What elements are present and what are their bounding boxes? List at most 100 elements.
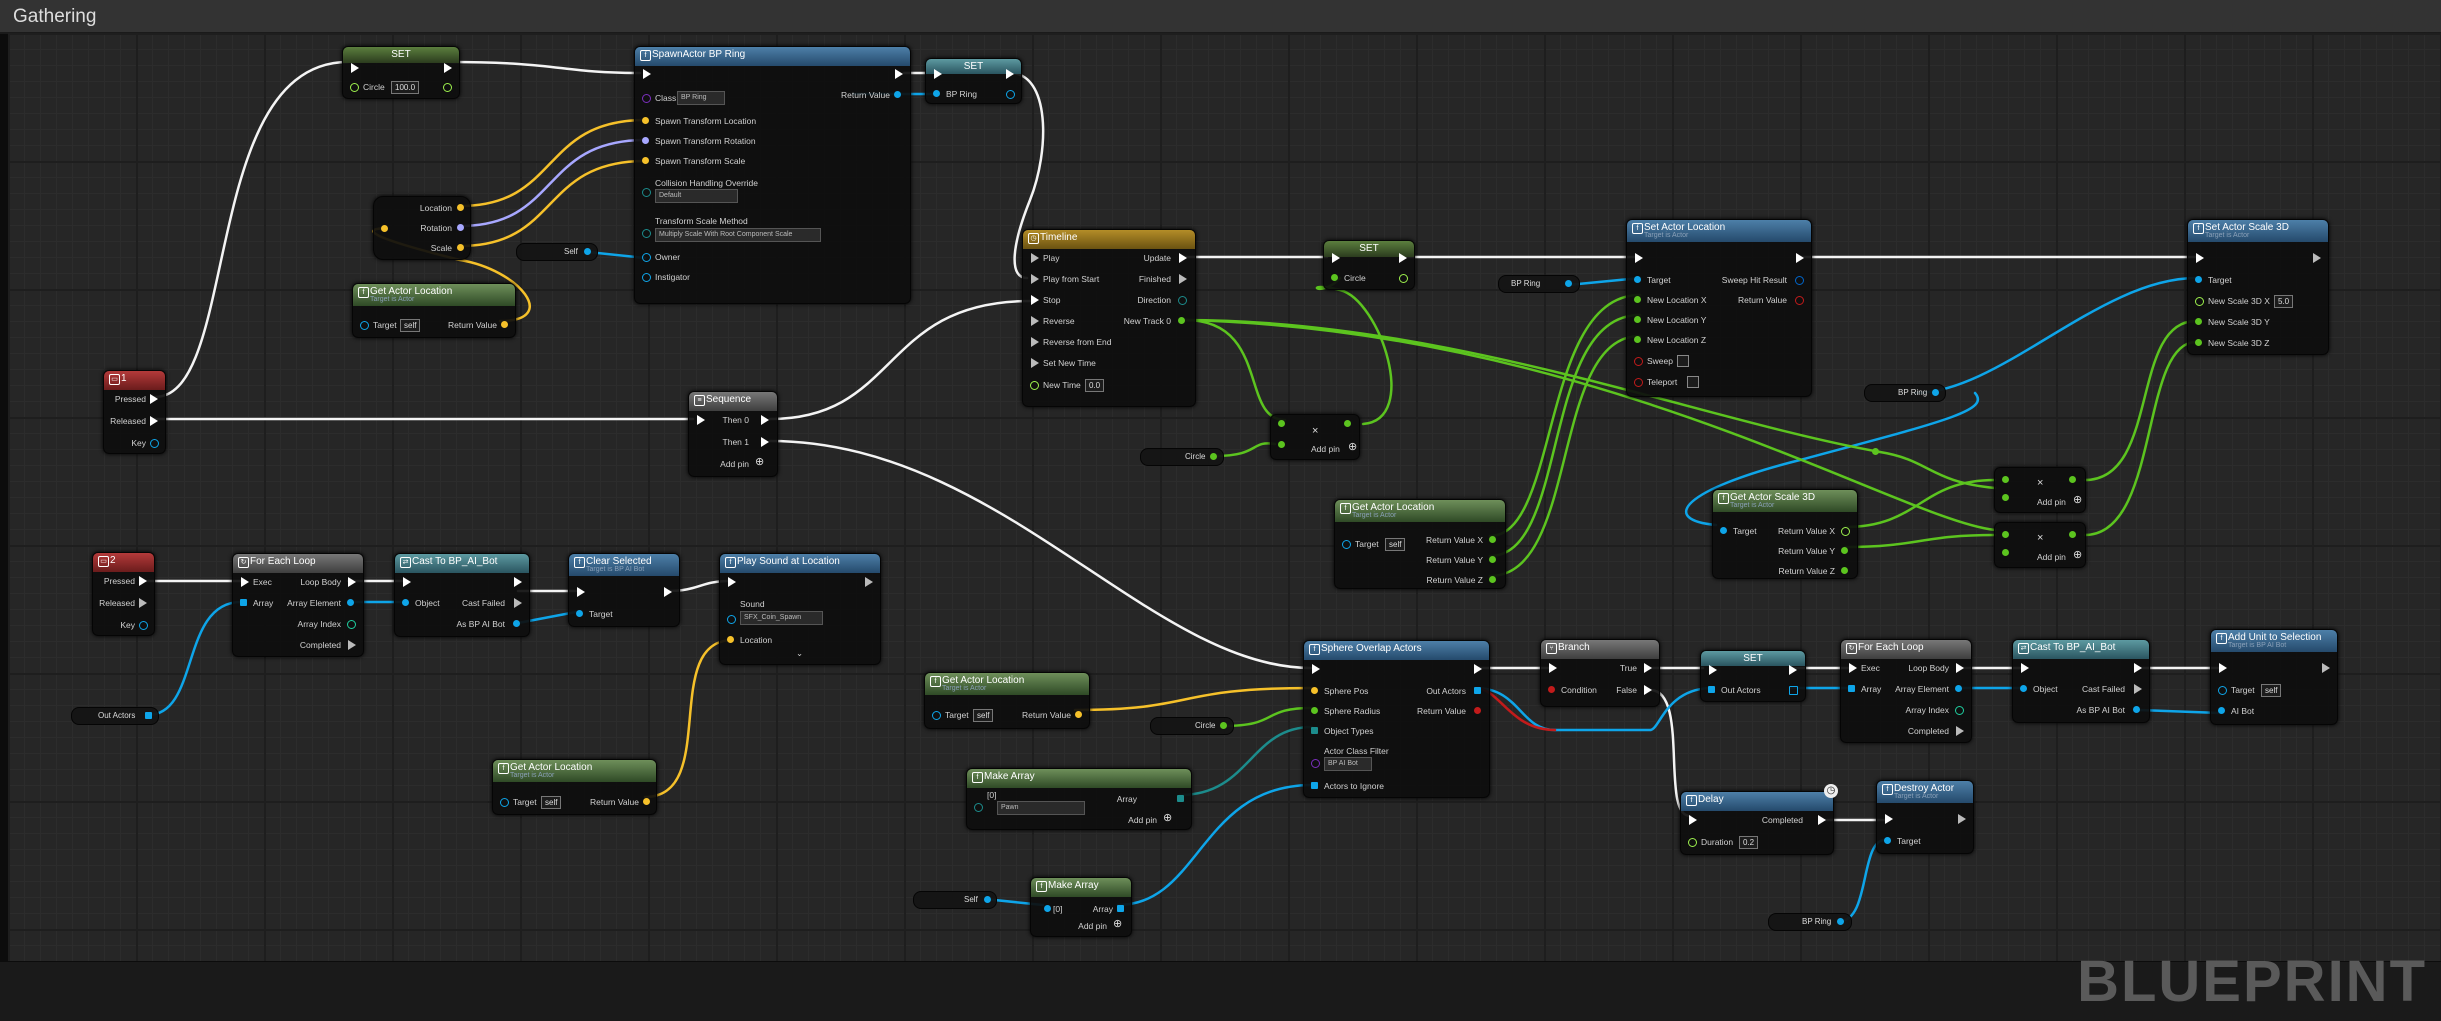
target-field[interactable]: self (2261, 684, 2282, 697)
return-y-pin[interactable] (1489, 556, 1496, 563)
self-out-pin[interactable] (584, 248, 591, 255)
array-out-pin[interactable] (1177, 795, 1184, 802)
add-pin-icon[interactable]: ⊕ (1348, 441, 1358, 453)
circle-out-pin[interactable] (1220, 722, 1227, 729)
exec-out-pin[interactable] (1958, 814, 1966, 824)
exec-in-pin[interactable] (934, 69, 942, 79)
exec-in-pin[interactable] (2021, 663, 2029, 673)
target-pin[interactable] (932, 711, 941, 720)
circle-variable-node[interactable]: Circle (1140, 448, 1224, 466)
rotation-out-pin[interactable] (457, 224, 464, 231)
exec-in-pin[interactable] (241, 577, 249, 587)
branch-node[interactable]: ⑂Branch Condition True False (1540, 639, 1660, 707)
true-exec-pin[interactable] (1644, 663, 1652, 673)
class-dropdown[interactable]: BP Ring (677, 91, 725, 105)
finished-exec-pin[interactable] (1179, 274, 1187, 284)
exec-in-pin[interactable] (697, 415, 705, 425)
exec-out-pin[interactable] (444, 63, 452, 73)
self-out-pin[interactable] (984, 896, 991, 903)
key-pin[interactable] (150, 439, 159, 448)
new-time-pin[interactable] (1030, 381, 1039, 390)
then0-exec-pin[interactable] (761, 415, 769, 425)
target-pin[interactable] (1342, 540, 1351, 549)
ring-out-pin[interactable] (1932, 389, 1939, 396)
ring-variable-node-3[interactable]: BP Ring (1768, 913, 1852, 931)
transform-in-pin[interactable] (381, 225, 388, 232)
exec-in-pin[interactable] (1689, 815, 1697, 825)
reverse-from-end-exec-pin[interactable] (1031, 337, 1039, 347)
ai-bot-pin[interactable] (2218, 707, 2225, 714)
sphere-pos-pin[interactable] (1311, 687, 1318, 694)
exec-in-pin[interactable] (643, 69, 651, 79)
element-pin[interactable] (974, 803, 983, 812)
y-pin[interactable] (2195, 318, 2202, 325)
return-y-pin[interactable] (1841, 547, 1848, 554)
location-pin[interactable] (727, 636, 734, 643)
return-x-pin[interactable] (1489, 536, 1496, 543)
target-field[interactable]: self (973, 709, 994, 722)
exec-out-pin[interactable] (865, 577, 873, 587)
exec-in-pin[interactable] (403, 577, 411, 587)
key-pin[interactable] (139, 621, 148, 630)
exec-in-pin[interactable] (577, 587, 585, 597)
exec-out-pin[interactable] (895, 69, 903, 79)
array-out-pin[interactable] (145, 712, 152, 719)
target-field[interactable]: self (541, 796, 562, 809)
return-z-pin[interactable] (1489, 576, 1496, 583)
circle-value-field[interactable]: 100.0 (391, 81, 420, 94)
target-pin[interactable] (1884, 837, 1891, 844)
completed-exec-pin[interactable] (1956, 726, 1964, 736)
set-circle-node[interactable]: SET Circle 100.0 (342, 46, 460, 99)
make-transform-node[interactable]: Location Rotation Scale (373, 196, 471, 260)
exec-out-pin[interactable] (2322, 663, 2330, 673)
target-pin[interactable] (1634, 276, 1641, 283)
collision-dropdown[interactable]: Default (655, 189, 738, 203)
return-pin[interactable] (894, 91, 901, 98)
exec-in-pin[interactable] (728, 577, 736, 587)
multiply-node-2[interactable]: × Add pin ⊕ (1994, 467, 2086, 513)
exec-out-pin[interactable] (514, 577, 522, 587)
ring-out-pin[interactable] (1837, 918, 1844, 925)
scale-pin[interactable] (642, 157, 649, 164)
exec-in-pin[interactable] (2196, 253, 2204, 263)
array-element-pin[interactable] (1955, 685, 1962, 692)
exec-in-pin[interactable] (1709, 665, 1717, 675)
cast-to-bp-ai-bot-node[interactable]: ⇄Cast To BP_AI_Bot Object Cast Failed As… (394, 553, 530, 637)
cast-failed-exec-pin[interactable] (514, 598, 522, 608)
pressed-exec-pin[interactable] (150, 394, 158, 404)
keyboard-event-2-node[interactable]: ▭2 Pressed Released Key (92, 552, 155, 636)
keyboard-event-1-node[interactable]: ▭1 Pressed Released Key (103, 370, 166, 454)
array-index-pin[interactable] (347, 620, 356, 629)
actor-class-filter-dropdown[interactable]: BP AI Bot (1324, 757, 1372, 771)
sweep-checkbox[interactable] (1677, 355, 1689, 367)
object-pin[interactable] (2020, 685, 2027, 692)
add-pin-icon[interactable]: ⊕ (1113, 918, 1123, 930)
float-pin[interactable] (350, 83, 359, 92)
owner-pin[interactable] (642, 253, 651, 262)
add-pin-icon[interactable]: ⊕ (2073, 494, 2083, 506)
released-exec-pin[interactable] (150, 416, 158, 426)
scale-out-pin[interactable] (457, 244, 464, 251)
released-exec-pin[interactable] (139, 598, 147, 608)
as-bp-ai-bot-pin[interactable] (2133, 706, 2140, 713)
object-types-pin[interactable] (1311, 727, 1318, 734)
add-pin-label[interactable]: Add pin (720, 459, 749, 469)
exec-in-pin[interactable] (1885, 814, 1893, 824)
b-pin[interactable] (1278, 441, 1285, 448)
location-out-pin[interactable] (457, 204, 464, 211)
array-element-pin[interactable] (347, 599, 354, 606)
set-circle-node-2[interactable]: SET Circle (1323, 240, 1415, 290)
element-dropdown[interactable]: Pawn (997, 801, 1085, 815)
target-pin[interactable] (500, 798, 509, 807)
completed-exec-pin[interactable] (348, 640, 356, 650)
false-exec-pin[interactable] (1644, 685, 1652, 695)
ring-out-pin[interactable] (1006, 90, 1015, 99)
x-pin[interactable] (2195, 297, 2204, 306)
